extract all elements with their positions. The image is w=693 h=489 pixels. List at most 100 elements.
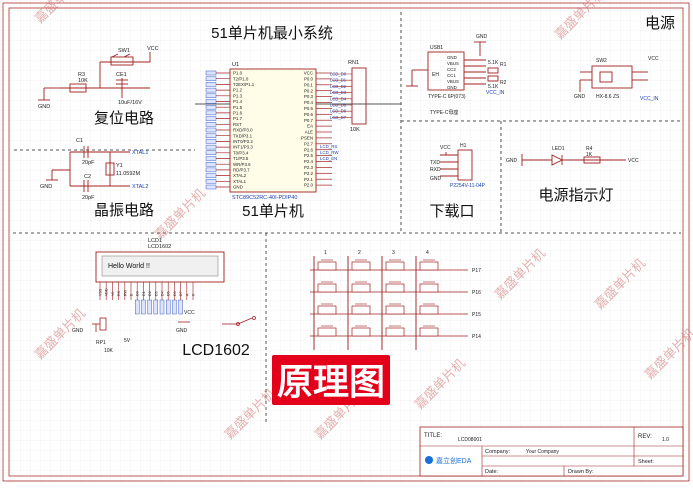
power-led-circuit xyxy=(521,154,626,166)
mcu-right-pin-label: P0.0 xyxy=(304,77,314,82)
lcd-data-net-flag xyxy=(134,299,140,315)
mcu-right-pin-label: VCC xyxy=(304,71,313,76)
lcd-pin-label: D1 xyxy=(142,291,146,296)
usb-ref: USB1 xyxy=(430,45,443,51)
lcd-pin-label: D0 xyxy=(136,291,140,296)
lcd-pin-label: V0 xyxy=(111,292,115,296)
usb-eh: EH xyxy=(432,72,439,78)
sw2-part: HX-8.6 ZS xyxy=(596,94,620,100)
section-title-power-led: 电源指示灯 xyxy=(538,187,613,204)
lcd-screen-text: Hello World !! xyxy=(108,263,150,270)
mcu-right-pin-label: P2.6 xyxy=(304,147,314,152)
mcu-left-net-flag xyxy=(205,116,217,121)
crystal-y-ref: Y1 xyxy=(116,163,123,169)
mcu-left-pin-label: XTAL2 xyxy=(233,173,247,178)
mcu-left-pin-label: T1/P3.5 xyxy=(233,156,249,161)
mcu-left-net-flag xyxy=(205,76,217,81)
keypad-row-label: P15 xyxy=(472,312,481,318)
mcu-right-pin-label: P0.1 xyxy=(304,82,314,87)
mcu-left-net-flag xyxy=(205,70,217,76)
banner-text: 原理图 xyxy=(277,361,385,402)
sw2-vcc-in: VCC_IN xyxy=(640,96,659,102)
mcu-left-net-flag xyxy=(205,184,217,190)
mcu-right-pin-label: P2.5 xyxy=(304,153,314,158)
keypad-key xyxy=(351,261,371,271)
mcu-left-pin-label: RST xyxy=(233,122,242,127)
keypad-col-label: 1 xyxy=(324,250,327,256)
mcu-left-net-flag xyxy=(205,150,217,156)
mcu-part: STC89C52RC-40I-PDIP40 xyxy=(232,195,297,201)
keypad-key xyxy=(317,327,337,337)
mcu-left-pin-label: INT1/P3.3 xyxy=(233,145,253,150)
mcu-right-pin-label: P0.4 xyxy=(304,100,314,105)
rn1-net-label: LCD_D3 xyxy=(330,90,347,95)
mcu-left-pin-label: T2EX/P1.1 xyxy=(233,82,255,87)
section-title-download: 下载口 xyxy=(429,203,474,220)
keypad-col-label: 4 xyxy=(426,250,429,256)
mcu-left-net-flag xyxy=(205,133,217,138)
header-gnd: GND xyxy=(430,176,442,182)
usb-connector xyxy=(406,41,499,91)
crystal-c2-ref: C2 xyxy=(84,174,91,180)
header-rxd: RXD xyxy=(430,167,441,173)
mcu-left-pin-label: GND xyxy=(233,185,243,190)
keypad-col-label: 3 xyxy=(392,250,395,256)
tb-company-label: Company: xyxy=(485,449,511,455)
mcu-left-net-flag xyxy=(205,156,217,161)
mcu-right-pin-label: ALE xyxy=(305,130,313,135)
usb-pin-label: GND xyxy=(447,85,457,90)
reset-circuit xyxy=(38,52,151,101)
rn1-net-label: LCD_D6 xyxy=(330,109,347,114)
led-res-value: 1K xyxy=(586,152,593,158)
mcu-left-pin-label: TXD/P3.1 xyxy=(233,133,253,138)
lcd-data-net-flag xyxy=(153,299,159,315)
lcd-data-net-flag xyxy=(159,299,165,315)
rn1-net-label: LCD_D1 xyxy=(330,78,347,83)
lcd-pin-label: E xyxy=(130,293,134,296)
mcu-right-pin-label: P0.2 xyxy=(304,88,314,93)
mcu-left-pin-label: P1.5 xyxy=(233,105,243,110)
page-heading: 51单片机最小系统 xyxy=(211,25,333,42)
tb-rev: 1.0 xyxy=(662,437,669,443)
section-title-power: 电源 xyxy=(645,15,675,32)
keypad-row-label: P16 xyxy=(472,290,481,296)
lcd-rp-ref: RP1 xyxy=(96,340,106,346)
keypad-col-label: 2 xyxy=(358,250,361,256)
tb-title-label: TITLE: xyxy=(424,433,442,439)
header-ref: H1 xyxy=(460,143,467,149)
backlight-jumper xyxy=(222,316,256,326)
led-res-ref: R4 xyxy=(586,146,593,152)
mcu-left-net-flag xyxy=(205,104,217,110)
mcu-left-pin-label: P1.6 xyxy=(233,111,243,116)
mcu-left-pin-label: INT0/P3.2 xyxy=(233,139,253,144)
usb-r2-value: 5.1K xyxy=(488,84,499,90)
mcu-left-pin-label: P1.7 xyxy=(233,116,243,121)
keypad-key xyxy=(351,327,371,337)
crystal-c1-value: 20pF xyxy=(82,160,95,166)
mcu-left-net-flag xyxy=(205,139,217,144)
mcu-right-pin-label: P2.1 xyxy=(304,177,314,182)
mcu-left-pins: P1.0T2/P1.0T2EX/P1.1P1.2P1.3P1.4P1.5P1.6… xyxy=(205,70,255,190)
reset-gnd-label: GND xyxy=(38,104,50,110)
usb-pin-label: CC2 xyxy=(447,67,456,72)
sheet-border-outer xyxy=(2,2,690,482)
crystal-c1-ref: C1 xyxy=(76,138,83,144)
lcd-pin-label: D3 xyxy=(154,291,158,296)
mcu-right-pin-label: P0.7 xyxy=(304,118,314,123)
lcd-data-net-flag xyxy=(147,299,152,315)
keypad-key xyxy=(419,261,439,271)
crystal-c2-value: 20pF xyxy=(82,195,95,201)
eda-logo-text: 嘉立创EDA xyxy=(436,456,472,465)
reset-cap-ref: CE1 xyxy=(116,72,127,78)
lcd-pin-label: D4 xyxy=(161,291,165,296)
sw2-gnd: GND xyxy=(574,94,586,100)
mcu-left-pin-label: T0/P3.4 xyxy=(233,150,249,155)
lcd-bl: 5V xyxy=(124,338,131,344)
lcd-data-net-flag xyxy=(141,299,146,315)
mcu-right-pin-label: P0.6 xyxy=(304,112,314,117)
tb-drawn-label: Drawn By: xyxy=(568,469,594,475)
reset-res-ref: R3 xyxy=(78,72,85,78)
mcu-right-pin-label: EA xyxy=(307,124,313,129)
